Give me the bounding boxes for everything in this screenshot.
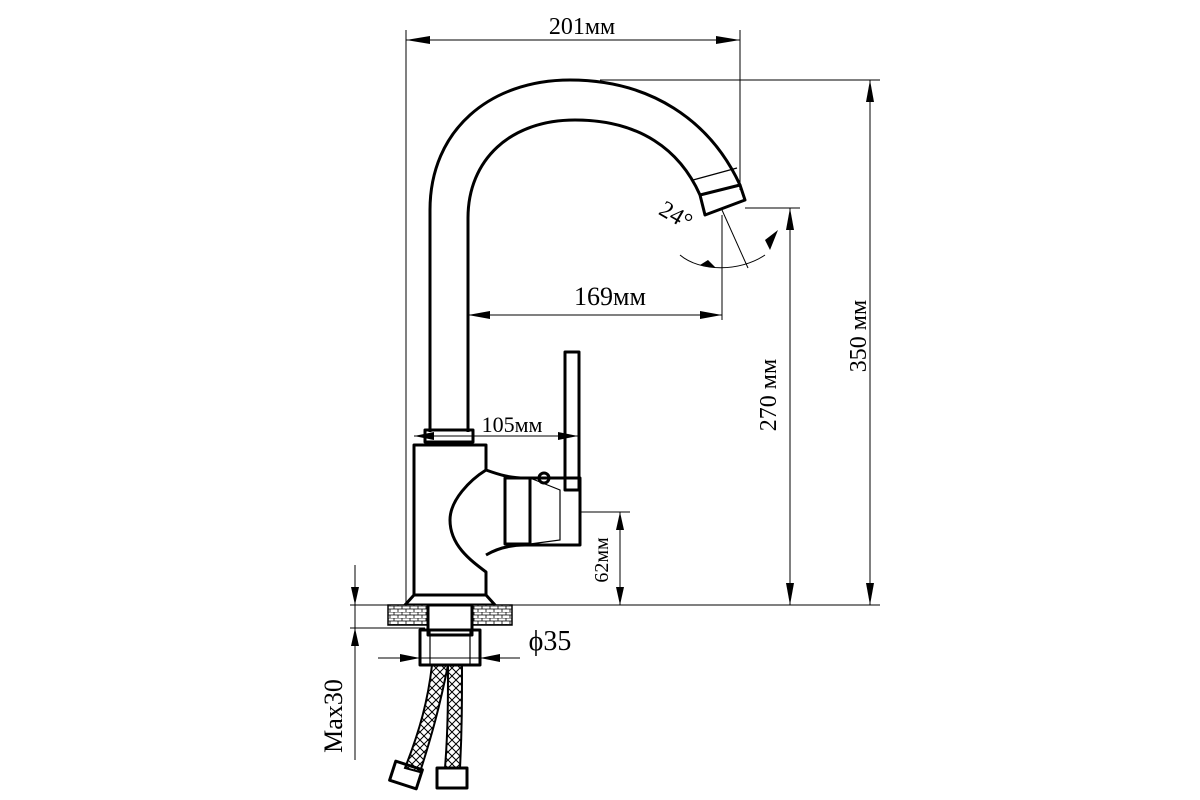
dim-spout-height: 270 мм <box>745 207 800 605</box>
faucet-outline <box>403 78 747 607</box>
hose-fitting-right <box>435 766 469 790</box>
dim-hole-diameter: ϕ35 <box>378 626 571 662</box>
supply-hose-right <box>443 664 464 769</box>
dim-handle-height: 62мм <box>580 511 630 605</box>
hose-fitting-left <box>388 759 424 791</box>
mounting-shank <box>426 603 474 637</box>
dim-handle-reach: 105мм <box>414 412 578 440</box>
dim-overall-height-label: 350 мм <box>846 300 872 372</box>
dim-overall-height: 350 мм <box>490 79 880 606</box>
cartridge-block <box>503 476 532 546</box>
countertop-left <box>387 604 429 626</box>
spout-nozzle <box>698 183 747 217</box>
dim-overall-reach-label: 201мм <box>549 14 615 40</box>
dim-handle-height-label: 62мм <box>591 537 613 583</box>
spout-outer-curve <box>428 78 742 432</box>
lever-handle <box>563 350 581 492</box>
dim-max-thickness: Max30 <box>319 565 425 760</box>
countertop-right <box>471 604 513 626</box>
supply-hose-left <box>403 664 450 774</box>
spout-inner-curve <box>466 118 702 432</box>
dim-spout-angle-label: 24° <box>654 196 696 235</box>
dim-spout-angle: 24° <box>654 196 778 269</box>
body-column <box>412 443 488 597</box>
supply-hoses <box>388 664 469 791</box>
dim-hole-diameter-label: ϕ35 <box>529 626 572 657</box>
dim-handle-reach-label: 105мм <box>482 412 543 437</box>
dim-max-thickness-label: Max30 <box>319 679 348 753</box>
dim-spout-height-label: 270 мм <box>756 359 782 431</box>
dim-overall-reach: 201мм <box>405 14 741 605</box>
dim-spout-reach-label: 169мм <box>574 282 646 311</box>
lever-screw <box>537 471 551 485</box>
dim-spout-reach: 169мм <box>468 215 723 320</box>
